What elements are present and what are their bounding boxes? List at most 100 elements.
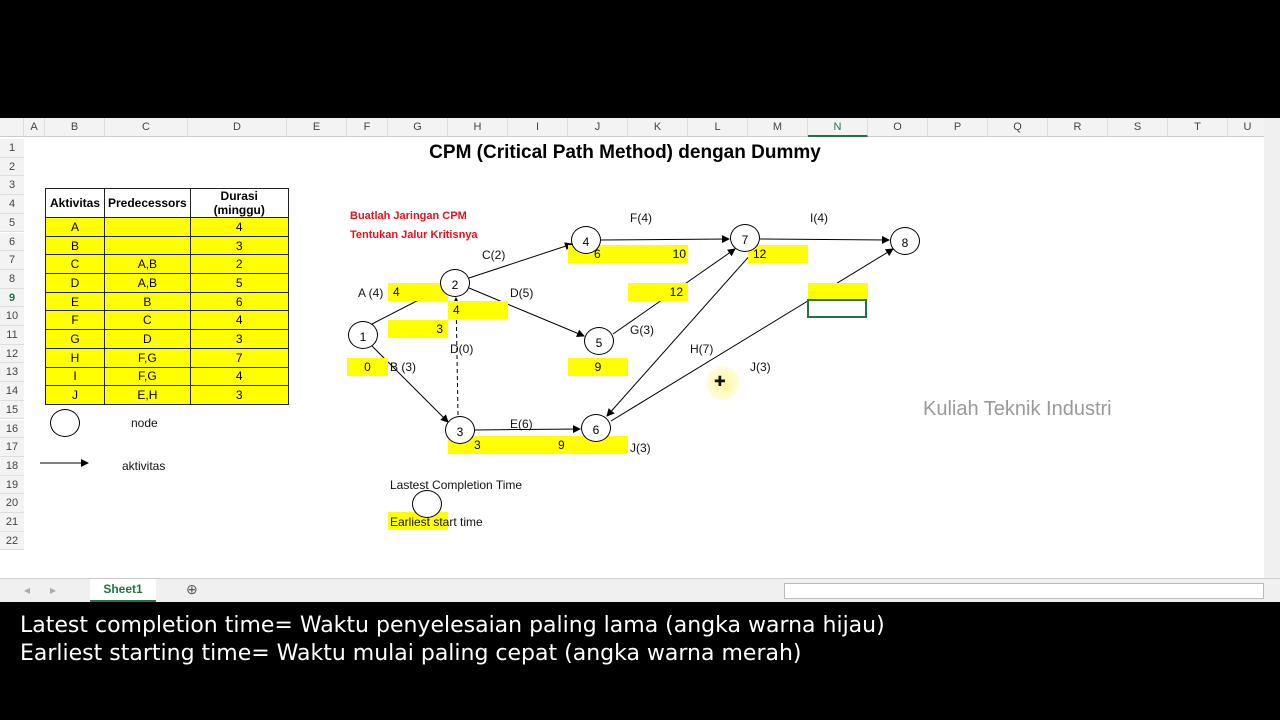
row-header[interactable]: 7 (0, 251, 24, 270)
cursor-highlight (706, 366, 740, 400)
time-cell[interactable]: 0 (347, 358, 388, 376)
column-header[interactable]: P (928, 118, 988, 137)
column-header[interactable]: E (287, 118, 347, 137)
table-cell[interactable]: F,G (104, 366, 191, 387)
network-node: 2 (440, 269, 470, 297)
row-header[interactable]: 10 (0, 307, 24, 326)
select-all[interactable] (0, 118, 24, 137)
table-cell[interactable]: 2 (189, 254, 289, 275)
column-header[interactable]: S (1108, 118, 1168, 137)
edge-label: H(7) (690, 342, 714, 356)
time-cell[interactable]: 12 (628, 283, 688, 301)
scroll-left-icon[interactable]: ◂ (24, 583, 31, 597)
table-cell[interactable]: 3 (189, 235, 289, 256)
edge-label: J(3) (630, 441, 651, 455)
selected-cell[interactable] (807, 299, 867, 318)
table-cell[interactable]: 4 (189, 310, 289, 331)
scroll-right-icon[interactable]: ▸ (50, 583, 57, 597)
row-header[interactable]: 12 (0, 344, 24, 364)
table-cell[interactable]: H (45, 347, 105, 368)
table-cell[interactable]: A,B (104, 254, 191, 275)
row-header[interactable]: 17 (0, 438, 24, 457)
vertical-scrollbar[interactable] (1264, 118, 1280, 578)
time-value: 10 (672, 247, 686, 261)
time-cell[interactable]: 4 (388, 283, 448, 301)
row-header[interactable]: 19 (0, 475, 24, 495)
column-header[interactable]: C (105, 118, 188, 137)
row-header[interactable]: 2 (0, 157, 24, 177)
add-sheet-icon[interactable]: ⊕ (186, 581, 198, 597)
row-header[interactable]: 1 (0, 139, 24, 158)
time-cell[interactable]: 9 (568, 358, 628, 376)
row-header[interactable]: 3 (0, 176, 24, 196)
column-header[interactable]: G (388, 118, 448, 137)
tab-sheet1[interactable]: Sheet1 (90, 579, 156, 602)
row-header[interactable]: 9 (0, 288, 24, 308)
table-cell[interactable]: B (104, 291, 191, 312)
table-cell[interactable]: D (104, 329, 191, 349)
row-header[interactable]: 8 (0, 269, 24, 289)
row-header[interactable]: 20 (0, 494, 24, 513)
table-cell[interactable]: A,B (104, 273, 191, 293)
network-node: 1 (348, 321, 378, 349)
table-cell[interactable]: F,G (104, 347, 191, 368)
legend-latest-label: Lastest Completion Time (390, 478, 523, 492)
row-header[interactable]: 14 (0, 382, 24, 401)
time-cell[interactable]: 4 (448, 301, 508, 319)
header-cell[interactable]: Durasi (minggu) (189, 188, 289, 218)
watermark: Kuliah Teknik Industri (923, 398, 1112, 420)
table-cell[interactable]: E,H (104, 385, 191, 405)
column-header[interactable]: I (508, 118, 568, 137)
row-header[interactable]: 21 (0, 513, 24, 532)
header-cell[interactable]: Aktivitas (45, 188, 105, 218)
time-cell[interactable]: 3 (388, 320, 448, 338)
row-header[interactable]: 18 (0, 456, 24, 476)
row-header[interactable]: 16 (0, 419, 24, 439)
column-header[interactable]: O (868, 118, 928, 137)
column-header[interactable]: T (1168, 118, 1228, 137)
column-header[interactable]: F (347, 118, 388, 137)
edge-label: D(0) (450, 342, 474, 356)
row-header[interactable]: 6 (0, 232, 24, 252)
horizontal-scrollbar[interactable] (784, 583, 1264, 599)
column-header[interactable]: D (188, 118, 287, 137)
edge-h (606, 252, 753, 417)
column-header[interactable]: N (808, 118, 868, 137)
table-cell[interactable]: C (45, 254, 105, 275)
table-cell[interactable]: 6 (189, 291, 289, 312)
column-header[interactable]: A (24, 118, 45, 137)
row-header[interactable]: 11 (0, 326, 24, 345)
header-cell[interactable]: Predecessors (104, 188, 191, 218)
column-header[interactable]: H (448, 118, 508, 137)
time-cell[interactable]: 12 (748, 245, 808, 263)
column-header[interactable]: L (688, 118, 748, 137)
table-cell[interactable]: I (45, 366, 105, 387)
row-header[interactable]: 13 (0, 363, 24, 383)
caption: Latest completion time= Waktu penyelesai… (20, 612, 885, 668)
column-header[interactable]: B (45, 118, 105, 137)
table-cell[interactable]: 3 (189, 385, 289, 405)
column-header[interactable]: M (748, 118, 808, 137)
column-header[interactable]: R (1048, 118, 1108, 137)
legend-time-node-icon (412, 490, 442, 518)
column-header[interactable]: J (568, 118, 628, 137)
table-cell[interactable]: J (45, 385, 105, 405)
row-header[interactable]: 5 (0, 213, 24, 233)
table-cell[interactable]: F (45, 310, 105, 331)
time-cell[interactable] (808, 283, 868, 301)
edge-i (759, 235, 890, 244)
row-header[interactable]: 4 (0, 195, 24, 214)
column-header[interactable]: K (628, 118, 688, 137)
row-header[interactable]: 22 (0, 531, 24, 551)
table-cell[interactable]: D (45, 273, 105, 293)
row-header[interactable]: 15 (0, 400, 24, 420)
edge-label: A (4) (358, 286, 384, 300)
column-header[interactable]: Q (988, 118, 1048, 137)
edge-e (474, 425, 581, 434)
time-value: 3 (474, 438, 481, 452)
